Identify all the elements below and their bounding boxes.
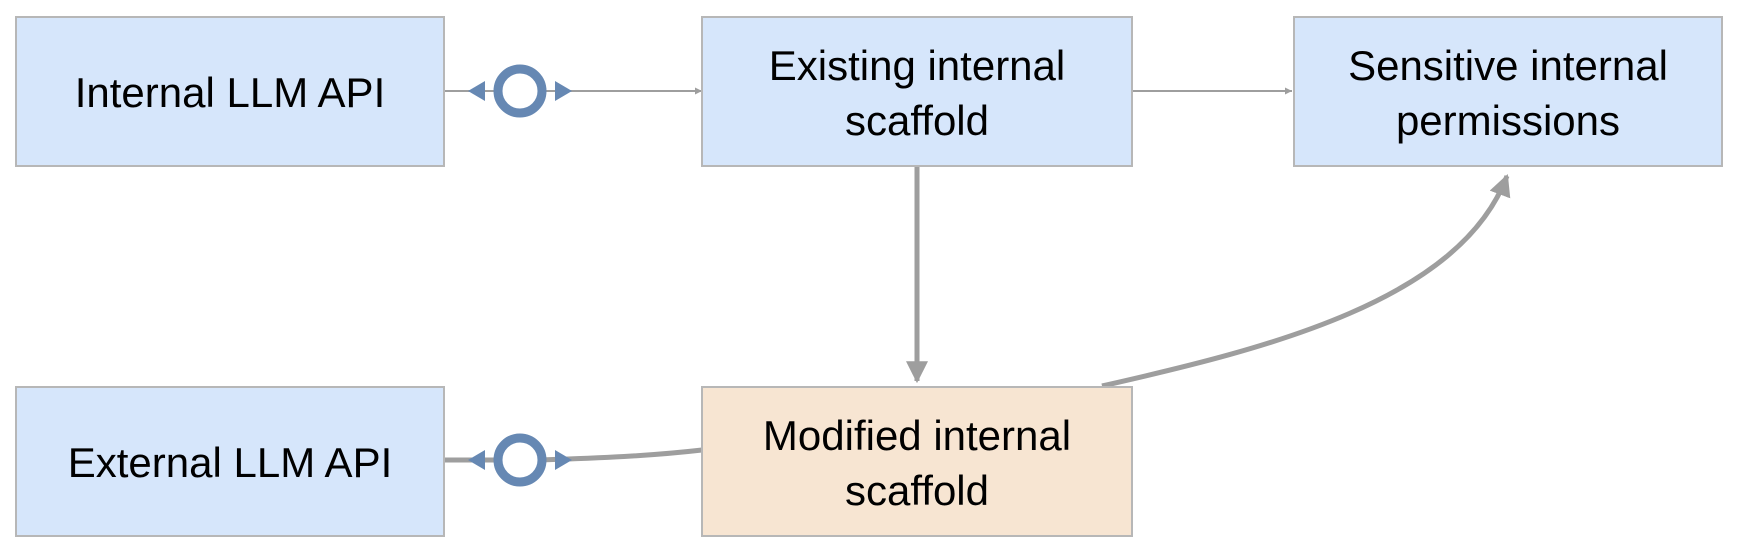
node-label-line-2: scaffold	[845, 97, 989, 144]
node-existing-internal-scaffold: Existing internal scaffold	[701, 16, 1133, 167]
connector-point-left	[468, 450, 485, 470]
edge-external-api-to-modified	[444, 447, 703, 463]
node-internal-llm-api: Internal LLM API	[15, 16, 445, 167]
node-label-line-1: Existing internal	[769, 42, 1065, 89]
node-label-line-1: Sensitive internal	[1348, 42, 1668, 89]
node-modified-internal-scaffold: Modified internal scaffold	[701, 386, 1133, 537]
node-label-line-2: permissions	[1396, 97, 1620, 144]
connector-ring	[493, 64, 547, 118]
node-box	[1293, 16, 1723, 167]
node-label: External LLM API	[68, 439, 393, 486]
connector-point-left	[468, 81, 485, 101]
node-sensitive-internal-permissions: Sensitive internal permissions	[1293, 16, 1723, 167]
connector-point-right	[555, 450, 572, 470]
node-box	[15, 16, 445, 167]
connector-external-api	[468, 433, 572, 487]
node-label: Internal LLM API	[75, 69, 386, 116]
connector-internal-api	[468, 64, 572, 118]
node-box	[15, 386, 445, 537]
node-label-line-2: scaffold	[845, 467, 989, 514]
node-box	[701, 16, 1133, 167]
node-box	[701, 386, 1133, 537]
node-label-line-1: Modified internal	[763, 412, 1071, 459]
connector-ring	[493, 433, 547, 487]
connector-point-right	[555, 81, 572, 101]
node-external-llm-api: External LLM API	[15, 386, 445, 537]
edge-modified-to-sensitive	[1101, 173, 1511, 389]
